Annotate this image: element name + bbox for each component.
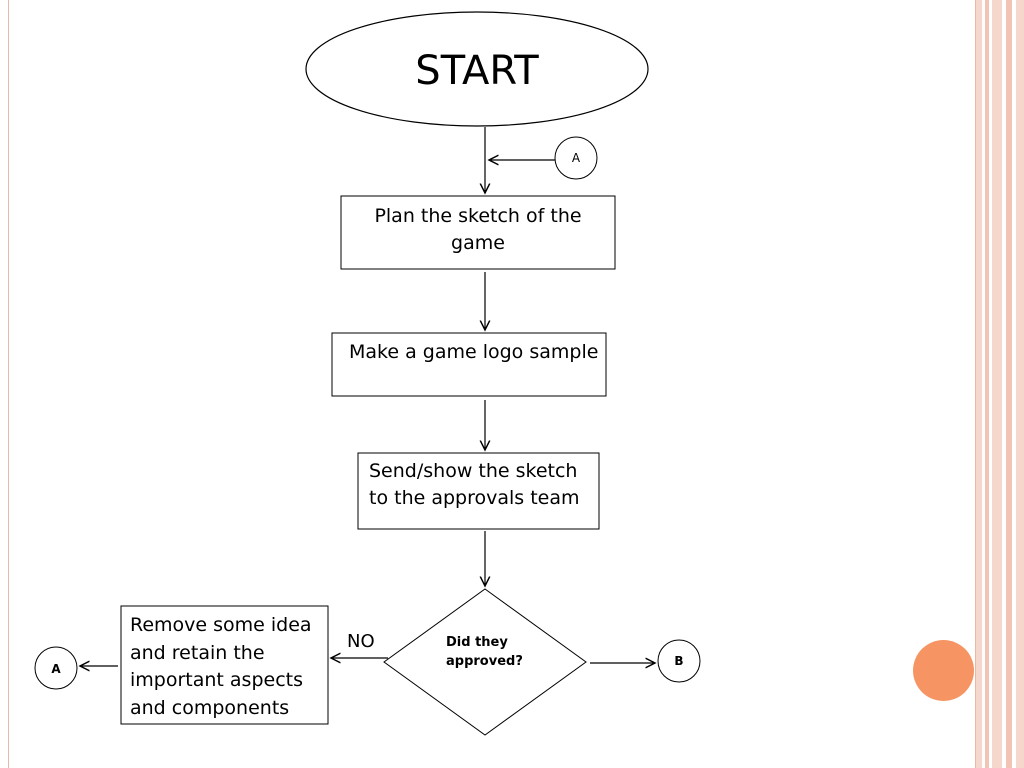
- connector-a-left-label: A: [51, 662, 61, 676]
- decision-diamond: [383, 588, 587, 736]
- decision-label: Did they approved?: [446, 635, 523, 669]
- step-send-label: Send/show the sketch to the approvals te…: [369, 460, 580, 509]
- side-stripe: [985, 0, 989, 768]
- side-stripe: [976, 0, 982, 768]
- side-stripe: [992, 0, 1002, 768]
- step-remove-box: [120, 605, 329, 725]
- connector-a-top-label: A: [571, 151, 581, 165]
- connector-a-top: [554, 136, 598, 180]
- step-plan-label: Plan the sketch of the game: [374, 205, 582, 254]
- step-send-box: [357, 452, 600, 530]
- connector-b-label: B: [674, 654, 684, 668]
- decorative-circle: [913, 640, 974, 701]
- side-stripe: [1006, 0, 1012, 768]
- connector-a-left: [34, 646, 78, 690]
- step-plan-box: [340, 195, 616, 270]
- step-logo-box: [331, 332, 607, 397]
- connector-b-right: [657, 639, 701, 683]
- start-terminator: [305, 11, 649, 127]
- side-stripe: [1016, 0, 1024, 768]
- no-label: NO: [347, 631, 375, 652]
- slide-frame: [8, 0, 976, 768]
- start-label: START: [415, 48, 539, 94]
- step-remove-label: Remove some idea and retain the importan…: [130, 614, 312, 719]
- step-logo-label: Make a game logo sample: [349, 341, 599, 363]
